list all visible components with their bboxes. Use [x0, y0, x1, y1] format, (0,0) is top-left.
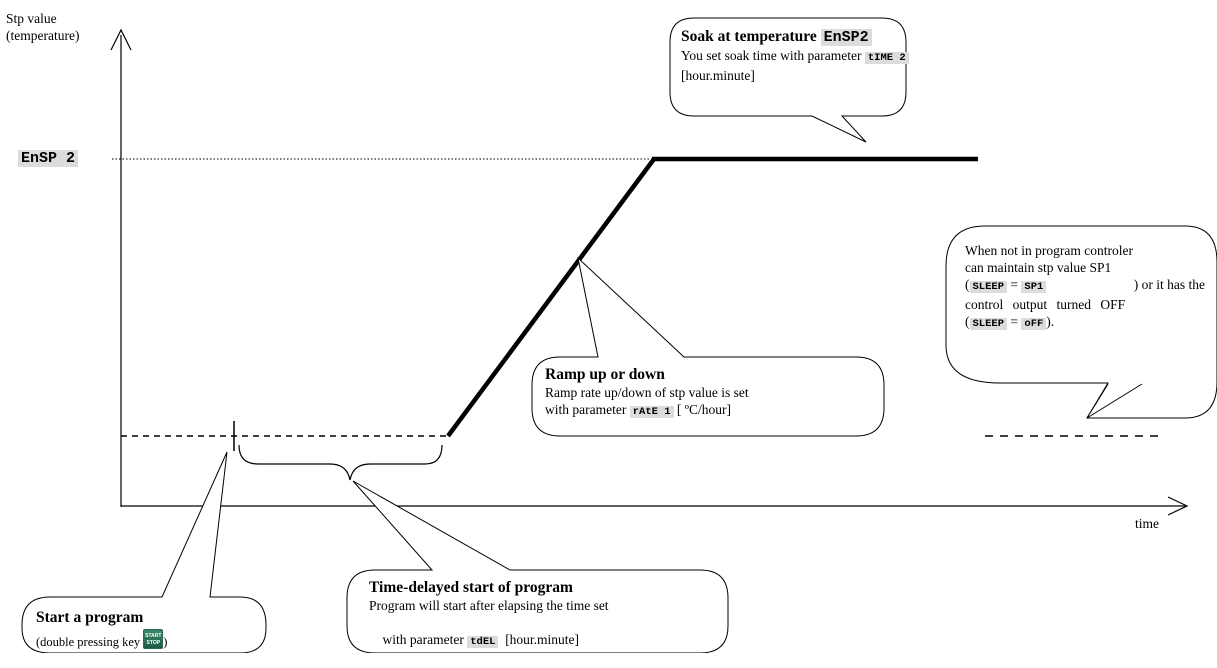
- sleep-line3-left: (SLEEP = SP1: [965, 276, 1047, 296]
- sleep-line3-code2: SP1: [1021, 281, 1047, 293]
- temperature-program-diagram: [21, 17, 1217, 653]
- sleep-callout-line4: control output turned OFF: [965, 297, 1126, 312]
- sleep-line3-eq: =: [1007, 277, 1022, 292]
- sleep-line5-code2: oFF: [1021, 318, 1047, 330]
- x-axis-label: time: [1135, 516, 1159, 531]
- sleep-line3-code1: SLEEP: [969, 281, 1008, 293]
- key-label-stop: STOP: [146, 640, 161, 646]
- y-axis-label-line2: (temperature): [6, 28, 80, 43]
- start-line1-text: (double pressing key: [36, 635, 144, 649]
- y-axis-label: Stp value (temperature): [6, 10, 79, 44]
- axes: [110, 28, 1189, 516]
- start-callout: Start a program (double pressing key STA…: [36, 608, 167, 651]
- sleep-line3-open: (: [965, 277, 970, 292]
- soak-callout-line1: You set soak time with parameter tIME 2: [681, 47, 909, 67]
- delay-callout-title: Time-delayed start of program: [369, 579, 573, 596]
- ramp-line: [446, 157, 656, 438]
- y-axis-arrow: [110, 28, 132, 51]
- setpoint-label: EnSP 2: [18, 149, 79, 167]
- delay-line2-text: with parameter: [382, 632, 468, 647]
- delay-callout: Time-delayed start of program Program wi…: [369, 578, 609, 668]
- ramp-callout-title: Ramp up or down: [545, 366, 665, 383]
- sleep-line5-open: (: [965, 314, 970, 329]
- setpoint-code: EnSP 2: [18, 150, 79, 167]
- soak-line1-code: tIME 2: [864, 52, 909, 64]
- sleep-callout-line1: When not in program controler: [965, 243, 1133, 258]
- program-profile: [121, 156, 1163, 438]
- ramp-line2-code: rAtE 1: [629, 406, 674, 418]
- ramp-bubble-shape: [531, 256, 885, 437]
- delay-callout-line1: Program will start after elapsing the ti…: [369, 598, 609, 613]
- delay-brace: [238, 444, 443, 481]
- start-line1-suffix: ): [163, 635, 168, 649]
- x-axis-arrow: [1167, 496, 1189, 516]
- sleep-line3-suffix: ) or it has the: [1133, 277, 1205, 292]
- ramp-callout-line2: with parameter rAtE 1 [ ºC/hour]: [545, 401, 749, 421]
- sleep-line5-suffix: ).: [1046, 314, 1055, 329]
- delay-line2-code: tdEL: [467, 636, 499, 648]
- ramp-callout: Ramp up or down Ramp rate up/down of stp…: [545, 365, 749, 421]
- soak-line1-text: You set soak time with parameter: [681, 48, 865, 63]
- start-callout-title: Start a program: [36, 609, 144, 626]
- sleep-line5-code1: SLEEP: [969, 318, 1008, 330]
- soak-callout: Soak at temperature EnSP2 You set soak t…: [681, 27, 909, 84]
- delay-callout-line2: with parameter tdEL [hour.minute]: [369, 614, 609, 668]
- y-axis-label-line1: Stp value: [6, 11, 57, 26]
- ramp-line2-text: with parameter: [545, 402, 630, 417]
- soak-callout-title: Soak at temperature EnSP2: [681, 27, 909, 47]
- sleep-callout-line3: (SLEEP = SP1 ) or it has the: [965, 276, 1205, 296]
- soak-title-code: EnSP2: [820, 29, 872, 46]
- key-label-start: START: [145, 633, 162, 639]
- delay-line2-suffix: [hour.minute]: [498, 632, 580, 647]
- soak-bubble-shape: [669, 17, 907, 143]
- sleep-bubble-shape: [945, 225, 1217, 419]
- ramp-callout-line1: Ramp rate up/down of stp value is set: [545, 385, 749, 400]
- ramp-line2-suffix: [ ºC/hour]: [673, 402, 731, 417]
- sleep-line5-eq: =: [1007, 314, 1022, 329]
- sleep-callout-line2: can maintain stp value SP1: [965, 260, 1112, 275]
- sleep-callout-line5: (SLEEP = oFF).: [965, 313, 1205, 333]
- sleep-bubble-tail: [1086, 383, 1143, 419]
- sleep-callout: When not in program controler can mainta…: [965, 242, 1205, 333]
- soak-callout-line2: [hour.minute]: [681, 68, 755, 83]
- soak-title-text: Soak at temperature: [681, 28, 821, 45]
